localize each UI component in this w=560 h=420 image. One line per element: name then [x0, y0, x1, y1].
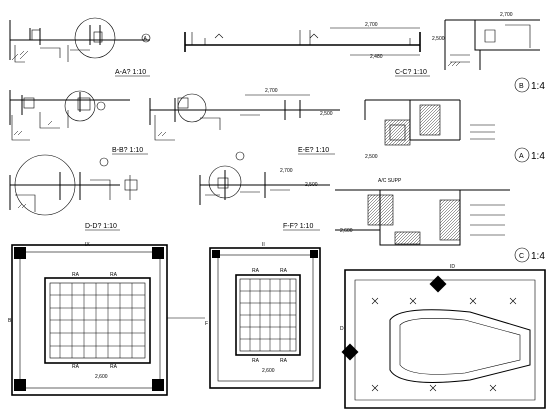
detail-f: 2,700 2,500 F-F? 1:10	[199, 151, 330, 231]
ceiling-plan-2: II F RA RA RA RA 2,600	[205, 242, 321, 389]
section-b: 2,500 2,700 B 1:4	[432, 12, 545, 93]
svg-text:ID: ID	[450, 264, 455, 270]
column-block	[14, 379, 26, 391]
svg-text:RA: RA	[110, 272, 118, 278]
svg-text:2,700: 2,700	[365, 22, 378, 28]
section-b-scale: 1:4	[531, 81, 545, 92]
detail-a: A A-A? 1:10	[9, 17, 151, 77]
column-block	[429, 275, 447, 293]
svg-text:2,500: 2,500	[365, 154, 378, 160]
svg-text:II: II	[262, 242, 265, 248]
svg-text:RA: RA	[72, 364, 80, 370]
section-c-label: C	[519, 253, 524, 260]
ceiling-plan-3: ID D	[340, 264, 546, 409]
marker-a-label: A	[144, 36, 148, 42]
svg-text:2,600: 2,600	[262, 368, 275, 374]
column-block	[152, 247, 164, 259]
detail-callout-circle	[208, 165, 242, 199]
svg-text:2,600: 2,600	[340, 228, 353, 234]
svg-text:F: F	[205, 321, 208, 327]
detail-c: 2,700 2,480 C-C? 1:10	[184, 22, 430, 77]
ceiling-plan-1: IX B RA RA RA RA 2,600	[8, 242, 205, 396]
detail-callout-circle	[177, 93, 207, 123]
svg-text:RA: RA	[252, 268, 260, 274]
section-a-marker	[514, 147, 530, 163]
detail-callout-circle	[74, 17, 116, 59]
svg-text:RA: RA	[280, 268, 288, 274]
svg-text:2,500: 2,500	[432, 36, 445, 42]
marker-a-circle	[141, 33, 151, 43]
svg-text:RA: RA	[280, 358, 288, 364]
svg-text:IX: IX	[85, 242, 90, 248]
section-c-marker	[514, 247, 530, 263]
svg-text:2,700: 2,700	[280, 168, 293, 174]
column-block	[152, 379, 164, 391]
svg-text:2,700: 2,700	[500, 12, 513, 18]
svg-text:2,500: 2,500	[320, 111, 333, 117]
section-b-label: B	[519, 83, 524, 90]
svg-text:RA: RA	[252, 358, 260, 364]
svg-text:2,500: 2,500	[305, 182, 318, 188]
svg-text:2,480: 2,480	[370, 54, 383, 60]
section-a-scale: 1:4	[531, 151, 545, 162]
column-block	[341, 343, 359, 361]
detail-e: 2,700 2,500 E-E? 1:10	[149, 88, 340, 155]
detail-c-title: C-C? 1:10	[395, 69, 427, 76]
svg-text:RA: RA	[110, 364, 118, 370]
detail-a-title: A-A? 1:10	[115, 69, 146, 76]
svg-text:2,600: 2,600	[95, 374, 108, 380]
detail-e-title: E-E? 1:10	[298, 147, 329, 154]
detail-b: B-B? 1:10	[9, 90, 148, 155]
detail-d-title: D-D? 1:10	[85, 223, 117, 230]
section-a: 2,500 A 1:4	[364, 99, 545, 163]
column-block	[212, 250, 220, 258]
detail-d: D-D? 1:10	[9, 154, 138, 231]
section-a-label: A	[519, 153, 524, 160]
section-b-marker	[514, 77, 530, 93]
svg-text:2,700: 2,700	[265, 88, 278, 94]
column-block	[310, 250, 318, 258]
detail-f-title: F-F? 1:10	[283, 223, 313, 230]
section-c: A/C SUPP 2,600 C 1:4	[335, 178, 545, 263]
svg-text:RA: RA	[72, 272, 80, 278]
column-block	[14, 247, 26, 259]
detail-b-title: B-B? 1:10	[112, 147, 143, 154]
detail-callout-circle	[64, 90, 96, 122]
svg-text:B: B	[8, 318, 12, 324]
svg-text:A/C SUPP: A/C SUPP	[378, 178, 402, 184]
section-c-scale: 1:4	[531, 251, 545, 262]
svg-text:D: D	[340, 326, 344, 332]
